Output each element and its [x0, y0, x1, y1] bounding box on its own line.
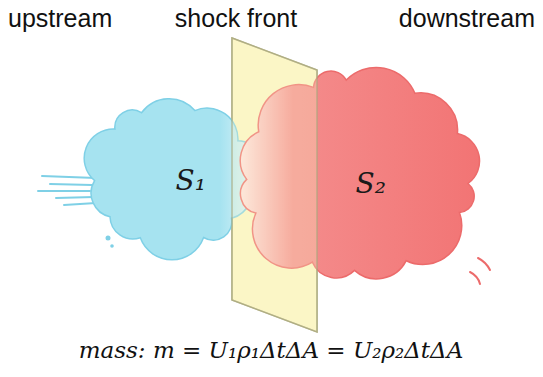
wind-line [42, 176, 96, 178]
cloud-outline [75, 88, 268, 263]
downstream-cloud: S₂ [225, 58, 490, 292]
wind-line [64, 203, 96, 205]
wind-line [50, 184, 92, 185]
wind-line [38, 190, 90, 192]
wind-line [56, 197, 94, 198]
cloud-shape [240, 67, 479, 278]
motion-mark [478, 258, 490, 270]
motion-mark [470, 272, 480, 284]
region-label: upstream [8, 4, 112, 33]
wind-lines [38, 176, 96, 205]
droplet [106, 236, 111, 241]
entropy-symbol: S₂ [356, 168, 386, 200]
region-label: shock front [175, 4, 297, 33]
motion-marks [470, 258, 490, 284]
droplet [110, 244, 114, 248]
shock-front-plane-overlay [232, 38, 317, 332]
region-label: downstream [399, 4, 535, 33]
formula-caption: mass: m = U₁ρ₁ΔtΔA = U₂ρ₂ΔtΔA [79, 337, 464, 363]
entropy-symbol: S₁ [176, 165, 206, 197]
cloud-shape [84, 99, 258, 260]
upstream-cloud: S₁ [75, 88, 268, 263]
